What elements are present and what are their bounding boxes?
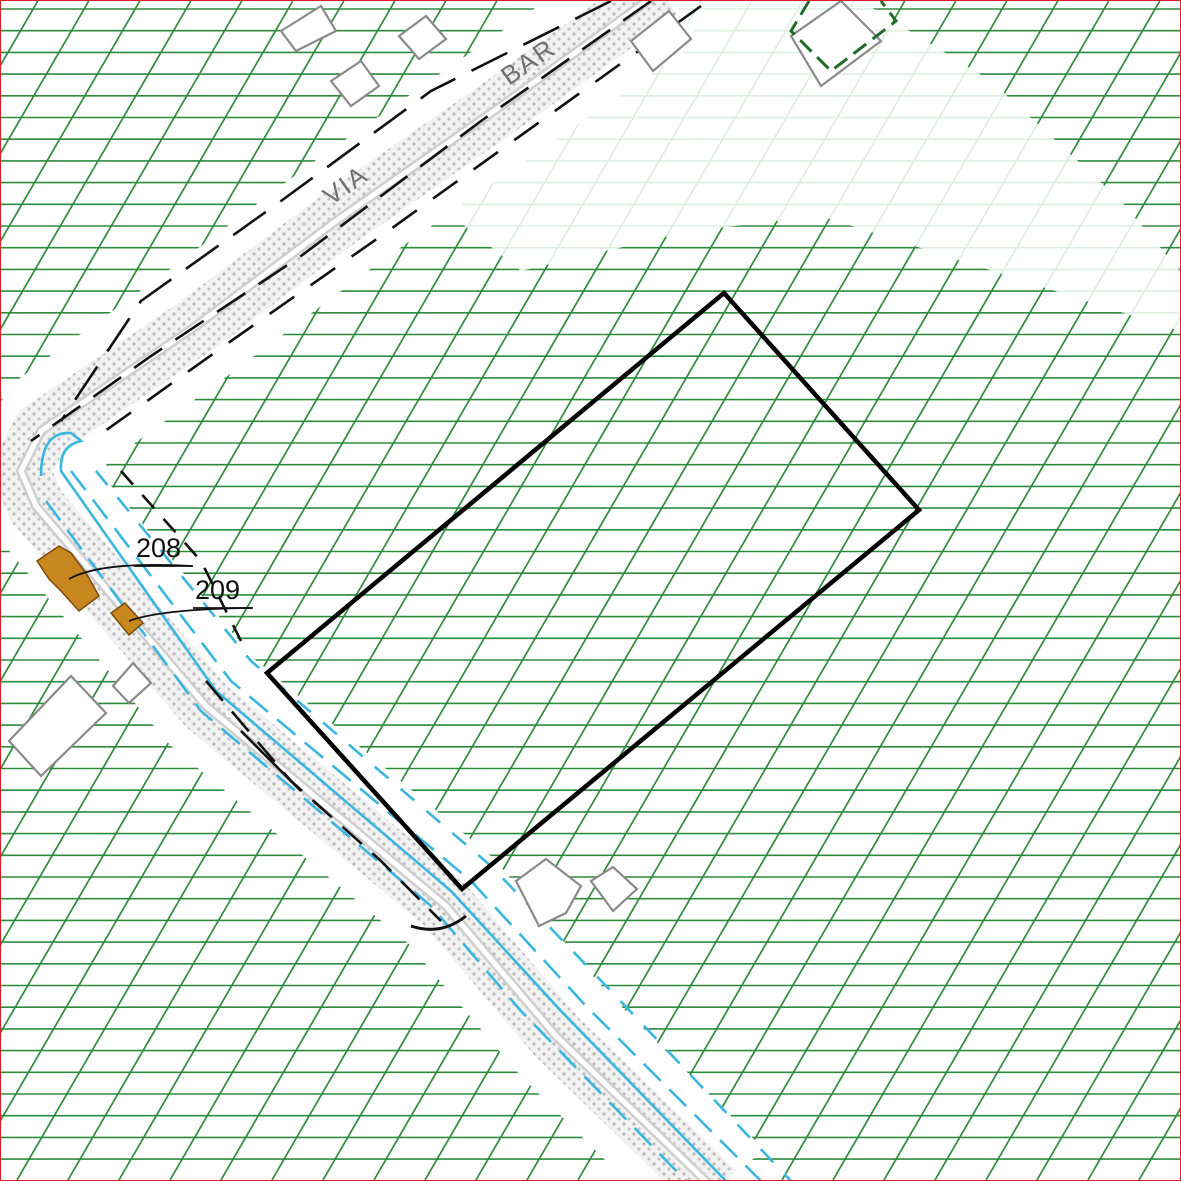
highlighted-buildings[interactable] [35, 545, 145, 637]
unhatched-area [421, 1, 1180, 331]
parcel-label-209: 209 [195, 575, 240, 605]
road[interactable] [1, 1, 737, 1180]
hatch-line [1036, 931, 1180, 1180]
parcel-label-208: 208 [136, 533, 181, 563]
hatch-line [1, 1, 141, 243]
hatch-line [1, 1, 294, 506]
hatch-line [628, 228, 1180, 1180]
parcel-leaders [68, 564, 253, 622]
hatch-line [832, 580, 1180, 1180]
hatch-line [934, 755, 1180, 1180]
hatch-line [1, 1, 192, 330]
building-208 [35, 545, 100, 613]
hatch-line [1, 1, 39, 67]
hatch-line [679, 316, 1180, 1180]
hatch-line [985, 843, 1180, 1180]
hatch-line [883, 667, 1180, 1180]
hatch-line [577, 140, 1180, 1180]
dashed-boundaries [30, 1, 702, 931]
building-209 [109, 602, 145, 637]
building-footprints [7, 1, 883, 928]
green-dashed-boundary [789, 1, 899, 73]
hatch-line [1, 1, 345, 594]
hatch-line [1087, 1019, 1180, 1180]
site-polygon[interactable] [263, 289, 923, 893]
hatch-line [1, 1, 243, 418]
hatch-line [781, 492, 1180, 1180]
hatch-line [730, 404, 1180, 1180]
